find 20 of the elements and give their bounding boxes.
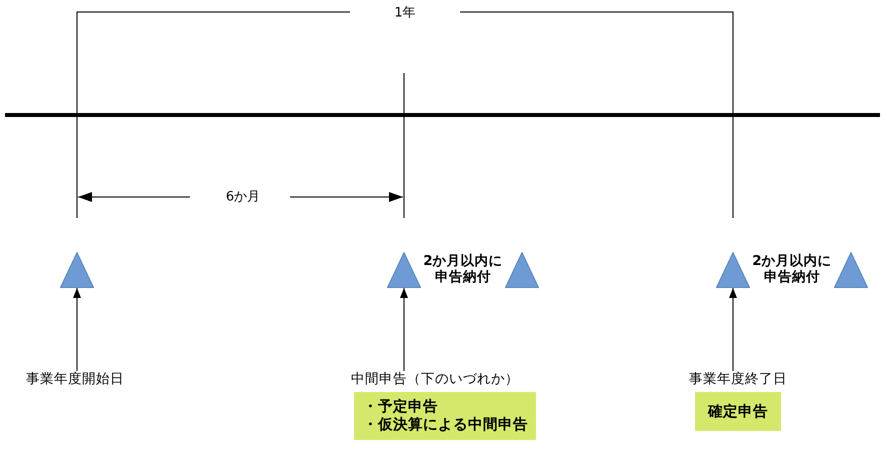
- highlight-panel: [695, 392, 781, 431]
- triangle-icon: [60, 252, 94, 288]
- arrow: [400, 288, 408, 372]
- triangle-icon: [505, 252, 539, 288]
- duration-label: 1年: [393, 6, 417, 20]
- filing-type-text: 確定申告: [708, 402, 768, 420]
- triangle-icon: [387, 252, 421, 288]
- event-label: 中間申告（下のいづれか）: [351, 371, 519, 387]
- triangle-icon: [834, 252, 868, 288]
- filing-type-text: ・予定申告: [363, 398, 439, 416]
- deadline-note: 2か月以内に申告納付: [752, 254, 832, 285]
- filing-type-text: ・仮決算による中間申告: [363, 416, 527, 434]
- event-label: 事業年度終了日: [689, 371, 787, 387]
- highlight-panel: [354, 392, 536, 440]
- arrow: [73, 288, 81, 372]
- duration-label: 6か月: [224, 190, 262, 204]
- arrow: [729, 288, 737, 372]
- triangle-icon: [716, 252, 750, 288]
- deadline-note: 2か月以内に申告納付: [423, 254, 503, 285]
- event-label: 事業年度開始日: [26, 371, 124, 387]
